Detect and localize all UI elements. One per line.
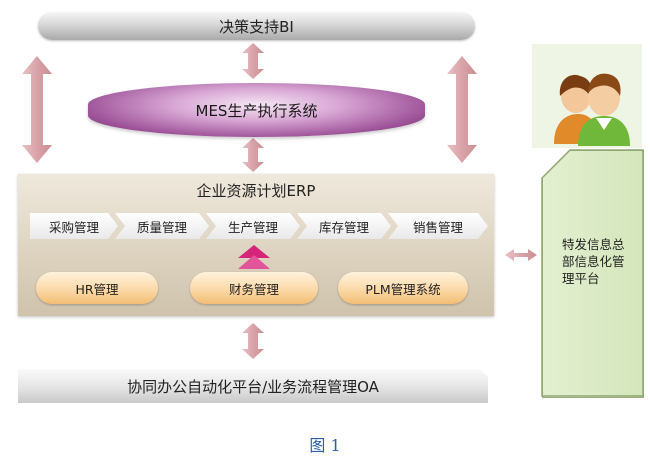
production-up-arrow-icon [238, 245, 270, 269]
module-production: 生产管理 [206, 213, 300, 239]
left-double-arrow [22, 56, 52, 163]
platform-card-outline [541, 149, 644, 397]
pill-label: HR管理 [75, 281, 119, 297]
module-purchasing: 采购管理 [30, 213, 118, 239]
decision-support-bi-bar: 决策支持BI [38, 12, 475, 40]
figure-caption: 图 1 [309, 436, 341, 455]
mes-erp-arrow [242, 138, 264, 172]
platform-link-arrow [505, 249, 537, 261]
module-label: 库存管理 [318, 219, 369, 235]
module-label: 质量管理 [136, 219, 187, 235]
erp-title: 企业资源计划ERP [196, 182, 316, 200]
module-quality: 质量管理 [115, 213, 209, 239]
hr-management-pill: HR管理 [36, 272, 158, 304]
group-platform-label: 特发信息总部信息化管理平台 [562, 237, 625, 286]
mes-system-disc: MES生产执行系统 [88, 83, 425, 137]
group-platform-card [542, 150, 644, 398]
oa-platform-bar: 协同办公自动化平台/业务流程管理OA [18, 369, 488, 403]
pill-label: 财务管理 [228, 281, 279, 297]
module-label: 采购管理 [48, 219, 99, 235]
module-inventory: 库存管理 [297, 213, 391, 239]
people-group-icon [532, 44, 642, 148]
module-label: 生产管理 [227, 219, 278, 235]
oa-label: 协同办公自动化平台/业务流程管理OA [127, 377, 379, 396]
plm-system-pill: PLM管理系统 [338, 272, 468, 304]
finance-management-pill: 财务管理 [190, 272, 318, 304]
erp-oa-arrow [242, 323, 264, 359]
bi-label: 决策支持BI [219, 17, 294, 36]
bi-mes-arrow [242, 43, 264, 79]
pill-label: PLM管理系统 [365, 281, 441, 297]
module-sales: 销售管理 [388, 213, 488, 239]
mes-label: MES生产执行系统 [195, 101, 318, 120]
module-label: 销售管理 [412, 219, 463, 235]
right-double-arrow [447, 56, 477, 163]
